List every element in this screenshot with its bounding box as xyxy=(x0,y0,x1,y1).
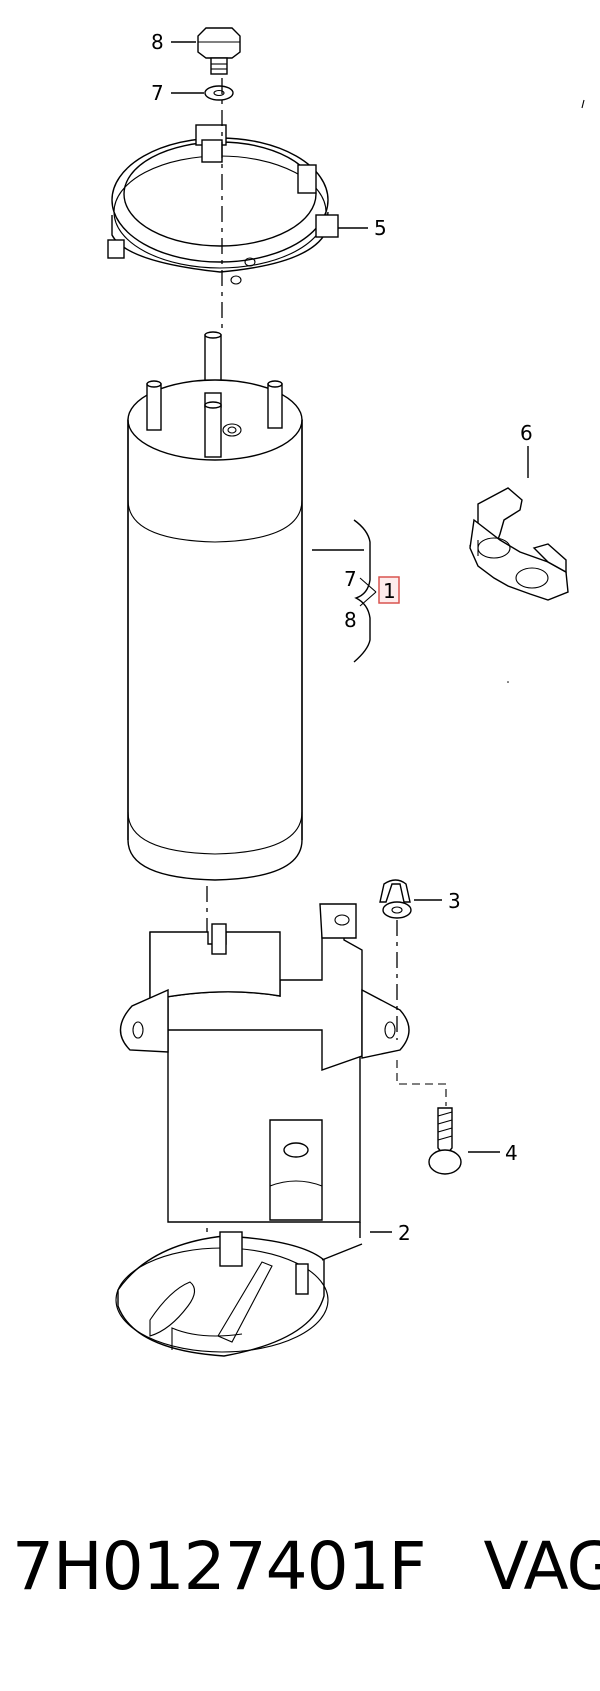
screw-part-4 xyxy=(396,1060,500,1175)
clip-nut-part-3 xyxy=(379,879,442,1040)
callout-1-highlight xyxy=(378,576,400,604)
mounting-bracket-part-2 xyxy=(115,903,410,1357)
callout-1: 1 xyxy=(383,579,396,603)
callout-7-mid: 7 xyxy=(344,567,357,591)
group-bracket xyxy=(353,519,377,663)
fuel-filter-part-1 xyxy=(127,331,364,881)
washer-part-7 xyxy=(171,85,234,101)
bolt-part-8 xyxy=(171,27,241,75)
callout-6: 6 xyxy=(520,421,533,445)
clamp-ring-part-5 xyxy=(107,124,368,285)
callout-5: 5 xyxy=(374,216,387,240)
callout-2: 2 xyxy=(398,1221,411,1245)
callout-4: 4 xyxy=(505,1141,518,1165)
brand-name: VAG xyxy=(483,1528,600,1605)
callout-8-mid: 8 xyxy=(344,608,357,632)
part-number: 7H0127401F xyxy=(12,1528,427,1605)
caption: 7H0127401F VAG xyxy=(12,1528,600,1618)
callout-8-top: 8 xyxy=(151,30,164,54)
callout-3: 3 xyxy=(448,889,461,913)
callout-7-top: 7 xyxy=(151,81,164,105)
hose-clip-part-6 xyxy=(469,446,569,601)
